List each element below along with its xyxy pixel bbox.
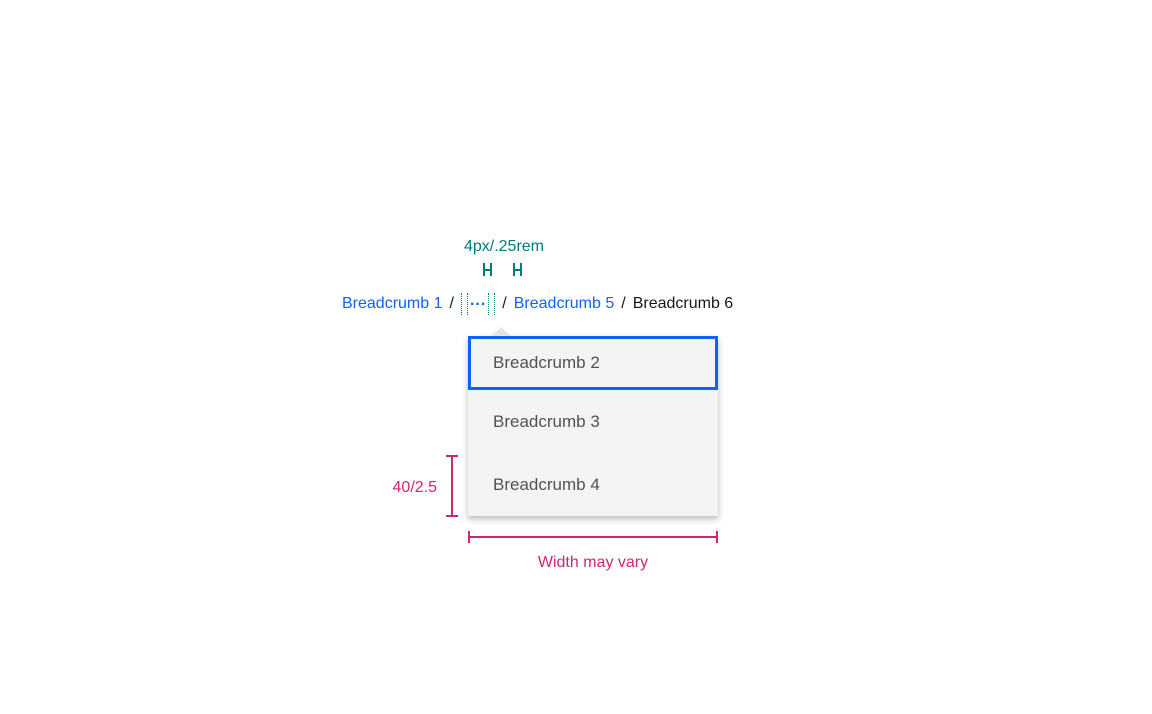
breadcrumb-separator: /: [449, 295, 454, 312]
breadcrumb-separator: /: [502, 295, 507, 312]
gap-measurement-label: 4px/.25rem: [463, 238, 545, 255]
height-bracket-icon: [446, 455, 458, 517]
breadcrumb: Breadcrumb 1 / ... / Breadcrumb 5 / Brea…: [342, 292, 733, 316]
menu-item-breadcrumb-4[interactable]: Breadcrumb 4: [468, 453, 718, 516]
overflow-menu: Breadcrumb 2 Breadcrumb 3 Breadcrumb 4: [468, 327, 718, 516]
overflow-menu-trigger[interactable]: ...: [469, 292, 487, 309]
width-bracket-icon: [468, 531, 718, 543]
spacing-guide-left-icon: [460, 293, 468, 315]
gap-marker-icon: [483, 263, 492, 276]
breadcrumb-link-1[interactable]: Breadcrumb 1: [342, 295, 443, 312]
spacing-guide-right-icon: [488, 293, 496, 315]
gap-marker-icon: [513, 263, 522, 276]
breadcrumb-current-page: Breadcrumb 6: [632, 295, 734, 312]
item-height-measurement-label: 40/2.5: [392, 479, 437, 496]
menu-caret-icon: [491, 327, 511, 336]
width-measurement-label: Width may vary: [537, 554, 649, 571]
breadcrumb-overflow: ...: [460, 292, 496, 316]
breadcrumb-link-5[interactable]: Breadcrumb 5: [513, 295, 615, 312]
menu-item-breadcrumb-3[interactable]: Breadcrumb 3: [468, 390, 718, 453]
menu-item-breadcrumb-2[interactable]: Breadcrumb 2: [468, 336, 718, 390]
breadcrumb-separator: /: [621, 295, 626, 312]
